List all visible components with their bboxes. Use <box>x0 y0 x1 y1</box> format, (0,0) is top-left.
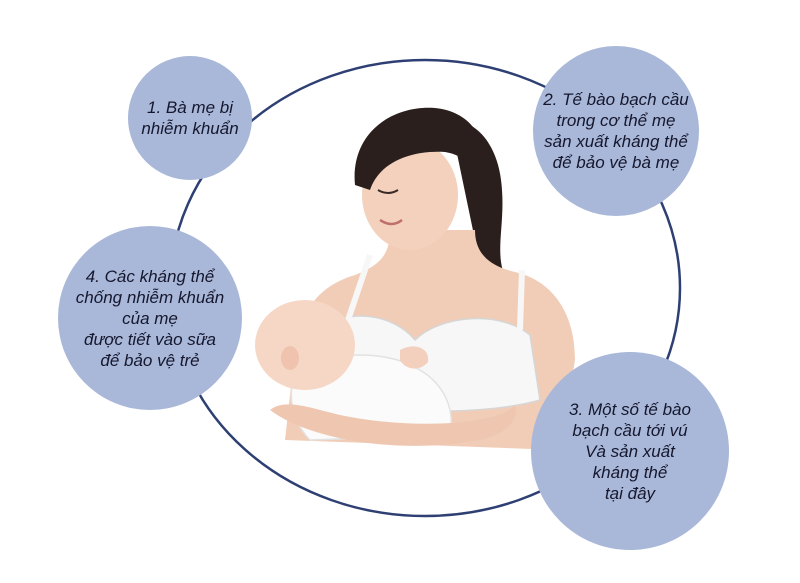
mother-eye <box>377 189 399 194</box>
step-3-text: 3. Một số tế bào bạch cầu tới vú Và sản … <box>569 399 691 503</box>
bra-strap-right <box>517 269 525 331</box>
baby-ear <box>281 346 299 370</box>
step-1-text: 1. Bà mẹ bị nhiễm khuẩn <box>141 98 239 138</box>
mother-and-baby-illustration <box>255 107 575 450</box>
baby-head <box>255 300 355 390</box>
mother-mouth <box>379 218 403 226</box>
mother-arm <box>270 404 516 446</box>
bra-strap-left <box>345 254 373 321</box>
mother-hair-ponytail <box>450 120 510 285</box>
step-4-bubble: 4. Các kháng thể chống nhiễm khuẩn của m… <box>58 226 242 410</box>
step-2-bubble: 2. Tế bào bạch cầu trong cơ thể mẹ sản x… <box>533 46 699 216</box>
step-2-text: 2. Tế bào bạch cầu trong cơ thể mẹ sản x… <box>543 90 689 172</box>
step-1-bubble: 1. Bà mẹ bị nhiễm khuẩn <box>128 56 252 180</box>
step-4-text: 4. Các kháng thể chống nhiễm khuẩn của m… <box>75 266 225 370</box>
mother-hair <box>354 107 487 190</box>
step-3-bubble: 3. Một số tế bào bạch cầu tới vú Và sản … <box>531 352 729 550</box>
baby-hand <box>400 346 429 369</box>
